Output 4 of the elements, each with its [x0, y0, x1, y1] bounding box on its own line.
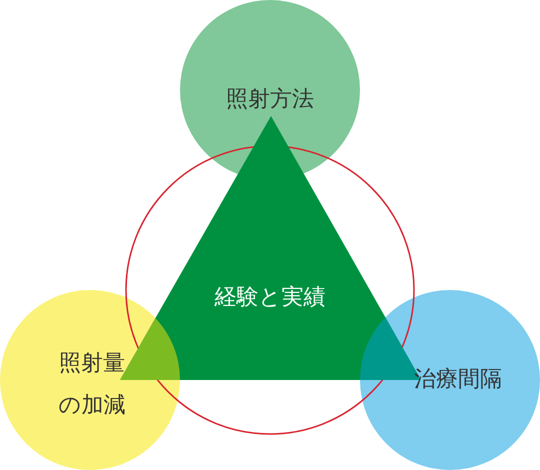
node-label: 治療間隔 [413, 366, 503, 394]
node-label: 経験と実績 [214, 284, 326, 312]
node-label: 照射量の加減 [58, 350, 126, 420]
node-label: 照射方法 [225, 86, 315, 114]
